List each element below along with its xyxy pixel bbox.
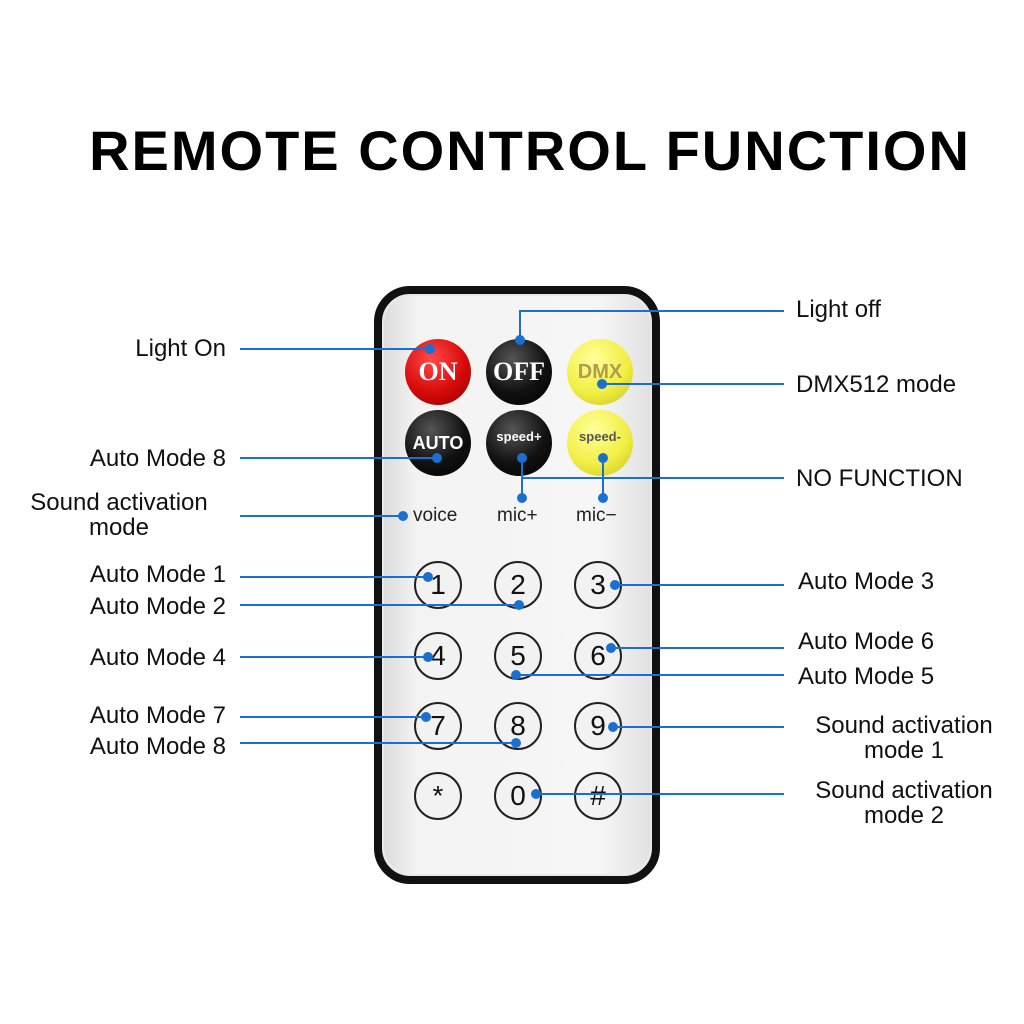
- dot-auto-mode-8-top: [432, 453, 442, 463]
- dot-key-1: [423, 572, 433, 582]
- dot-speed-minus: [598, 453, 608, 463]
- auto-button[interactable]: AUTO: [405, 410, 471, 476]
- page-title: REMOTE CONTROL FUNCTION: [89, 119, 971, 182]
- voice-label: voice: [413, 505, 458, 526]
- mic-minus-label: mic−: [576, 505, 617, 526]
- callout-auto-mode-6: Auto Mode 6: [798, 628, 935, 655]
- speed-plus-button[interactable]: speed+: [486, 410, 552, 476]
- dot-dmx512: [597, 379, 607, 389]
- key-9-button[interactable]: 9: [574, 702, 622, 750]
- callout-auto-mode-4: Auto Mode 4: [89, 644, 226, 671]
- dot-key-2: [514, 600, 524, 610]
- leader-light-off: [519, 310, 784, 340]
- dot-key-4: [423, 652, 433, 662]
- dot-key-9: [608, 722, 618, 732]
- dot-speed-plus: [517, 453, 527, 463]
- callout-auto-mode-1: Auto Mode 1: [89, 561, 226, 588]
- callout-sound-mode-2-line2: mode 2: [863, 802, 945, 829]
- callout-sound-mode-line2: mode: [88, 514, 150, 541]
- speed-minus-button[interactable]: speed-: [567, 410, 633, 476]
- callout-auto-mode-8-bottom: Auto Mode 8: [89, 733, 226, 760]
- dot-mic-plus: [517, 493, 527, 503]
- key-1-button[interactable]: 1: [414, 561, 462, 609]
- leader-no-function-a: [521, 458, 784, 479]
- key-hash-button[interactable]: #: [574, 772, 622, 820]
- key-star-button[interactable]: *: [414, 772, 462, 820]
- callout-light-on: Light On: [135, 335, 226, 362]
- callout-sound-mode-2-line1: Sound activation: [815, 777, 993, 804]
- dot-key-5: [511, 670, 521, 680]
- dmx-button[interactable]: DMX: [567, 339, 633, 405]
- callout-auto-mode-7: Auto Mode 7: [89, 702, 226, 729]
- callout-sound-mode-1-line2: mode 1: [863, 737, 945, 764]
- callout-auto-mode-8-top: Auto Mode 8: [89, 445, 226, 472]
- callout-auto-mode-5: Auto Mode 5: [798, 663, 935, 690]
- callout-light-off: Light off: [796, 296, 881, 323]
- mic-plus-label: mic+: [497, 505, 538, 526]
- dot-light-on: [425, 344, 435, 354]
- callout-auto-mode-2: Auto Mode 2: [89, 593, 226, 620]
- callout-dmx512-mode: DMX512 mode: [796, 371, 957, 398]
- dot-key-7: [421, 712, 431, 722]
- callout-no-function: NO FUNCTION: [796, 465, 963, 492]
- callout-auto-mode-3: Auto Mode 3: [798, 568, 935, 595]
- callout-sound-mode-1-line1: Sound activation: [815, 712, 993, 739]
- dot-key-6: [606, 643, 616, 653]
- dot-light-off: [515, 335, 525, 345]
- key-6-button[interactable]: 6: [574, 632, 622, 680]
- dot-key-0: [531, 789, 541, 799]
- off-button[interactable]: OFF: [486, 339, 552, 405]
- dot-key-8: [511, 738, 521, 748]
- dot-voice: [398, 511, 408, 521]
- callout-sound-mode-line1: Sound activation: [30, 489, 208, 516]
- on-button[interactable]: ON: [405, 339, 471, 405]
- dot-mic-minus: [598, 493, 608, 503]
- dot-key-3: [610, 580, 620, 590]
